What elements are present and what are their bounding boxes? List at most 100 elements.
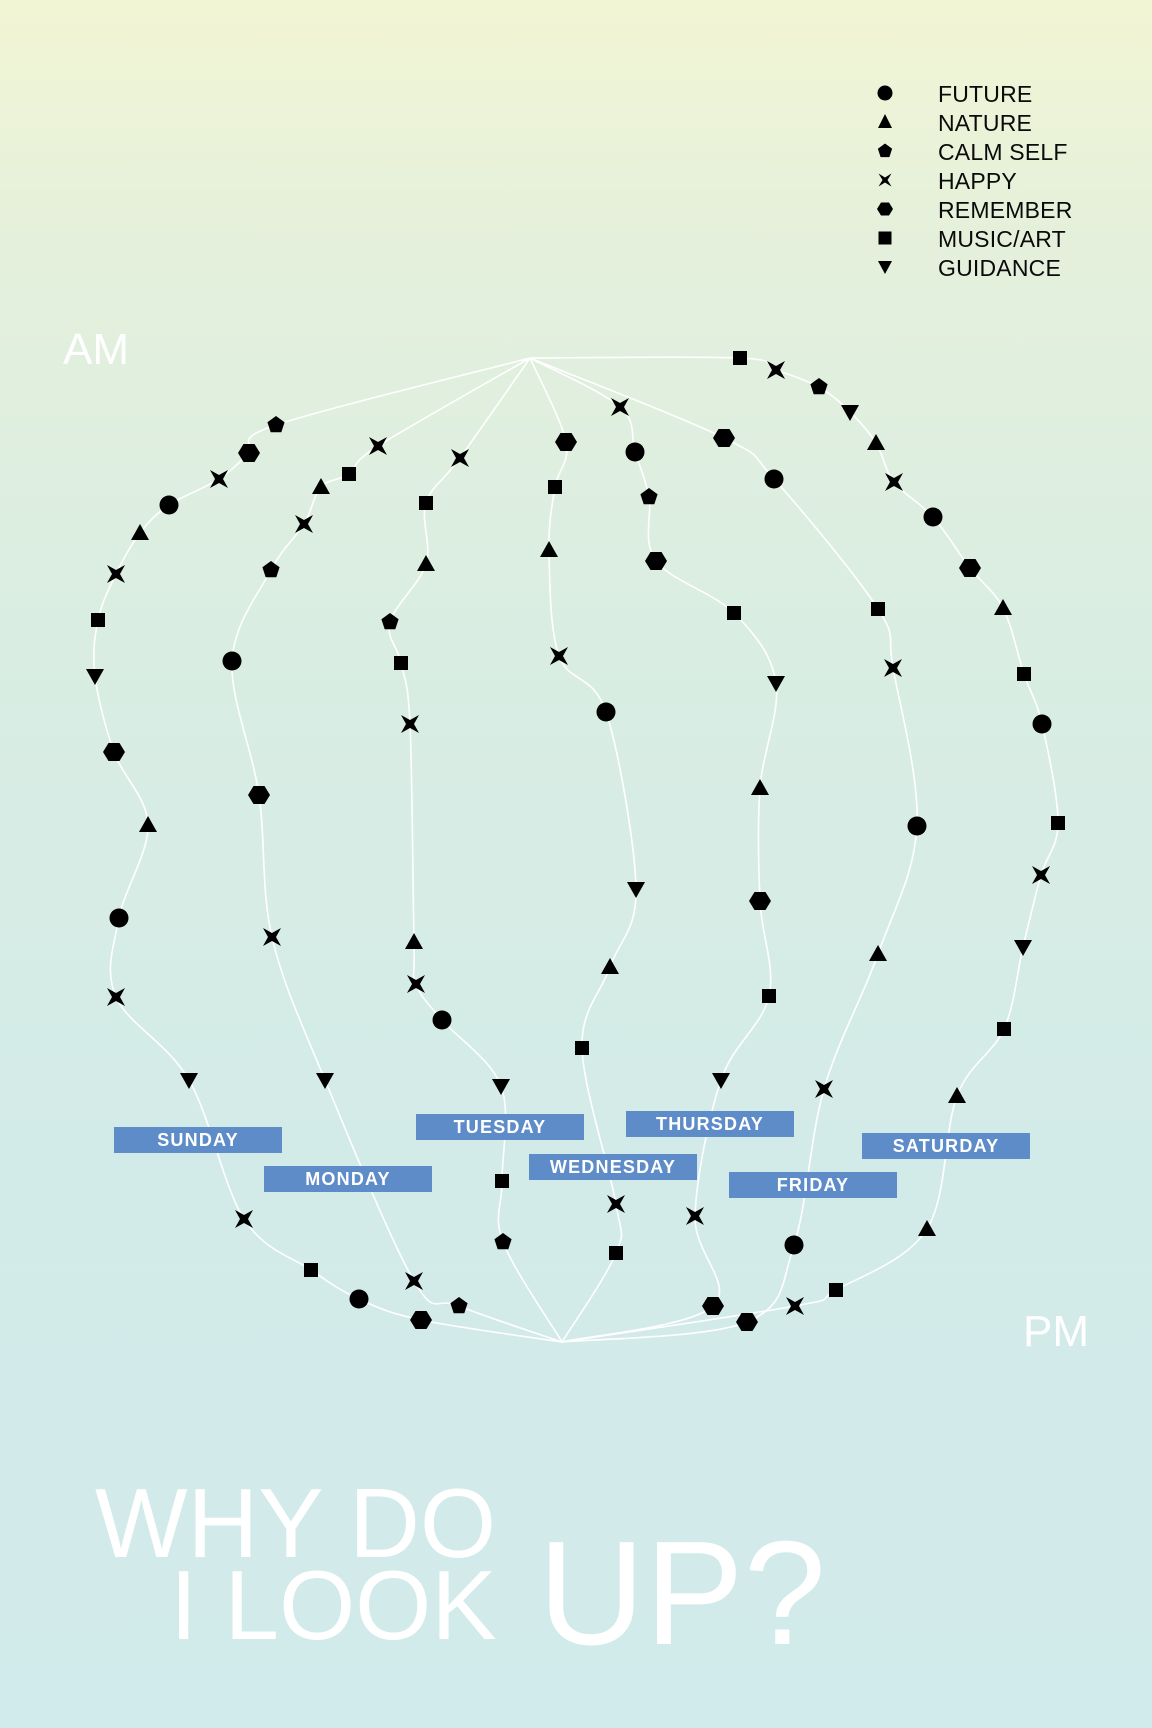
future-marker xyxy=(432,1010,452,1030)
nature-marker xyxy=(751,779,769,795)
future-marker xyxy=(625,442,645,462)
future-marker xyxy=(1032,714,1052,734)
nature-marker xyxy=(918,1220,936,1236)
remember-marker xyxy=(645,552,667,570)
calm-self-marker xyxy=(450,1297,468,1314)
am-label: AM xyxy=(63,325,129,374)
music-art-marker xyxy=(997,1022,1011,1036)
calm-self-marker xyxy=(381,613,399,630)
music-art-marker xyxy=(829,1283,843,1297)
legend-label: NATURE xyxy=(938,110,1033,136)
music-art-marker xyxy=(609,1246,623,1260)
guidance-marker xyxy=(712,1073,730,1089)
legend-label: CALM SELF xyxy=(938,139,1068,165)
happy-marker xyxy=(405,1272,423,1290)
route-line-tuesday xyxy=(388,357,563,1343)
happy-marker xyxy=(786,1297,804,1315)
day-label-friday: FRIDAY xyxy=(729,1172,897,1198)
future-marker xyxy=(907,816,927,836)
nature-marker xyxy=(869,945,887,961)
happy-marker xyxy=(401,715,419,733)
calm-self-marker xyxy=(262,561,280,578)
music-art-marker xyxy=(762,989,776,1003)
legend-label: FUTURE xyxy=(938,81,1033,107)
happy-marker xyxy=(767,361,785,379)
nature-marker xyxy=(867,434,885,450)
day-label-tuesday: TUESDAY xyxy=(416,1114,584,1140)
calm-self-pentagon-icon xyxy=(877,143,893,158)
music-art-marker xyxy=(733,351,747,365)
day-label-sunday: SUNDAY xyxy=(114,1127,282,1153)
nature-marker xyxy=(139,816,157,832)
nature-marker xyxy=(994,599,1012,615)
guidance-marker xyxy=(627,882,645,898)
happy-marker xyxy=(107,565,125,583)
nature-marker xyxy=(948,1087,966,1103)
legend-item-future: FUTURE xyxy=(870,78,1130,107)
remember-marker xyxy=(736,1313,758,1331)
legend-item-music-art: MUSIC/ART xyxy=(870,223,1130,252)
nature-marker xyxy=(540,541,558,557)
happy-marker xyxy=(107,988,125,1006)
happy-marker xyxy=(235,1210,253,1228)
remember-marker xyxy=(702,1297,724,1315)
remember-marker xyxy=(103,743,125,761)
calm-self-marker xyxy=(494,1233,512,1250)
title-line-3: UP? xyxy=(538,1511,826,1676)
day-label-wednesday: WEDNESDAY xyxy=(529,1154,697,1180)
title-line-1: WHY DO xyxy=(95,1468,497,1578)
music-art-marker xyxy=(394,656,408,670)
remember-marker xyxy=(959,559,981,577)
route-line-wednesday xyxy=(529,357,637,1343)
future-marker xyxy=(159,495,179,515)
remember-hexagon-icon xyxy=(877,202,893,216)
guidance-marker xyxy=(492,1079,510,1095)
happy-marker xyxy=(263,928,281,946)
guidance-marker xyxy=(1014,940,1032,956)
nature-marker xyxy=(131,524,149,540)
legend-item-guidance: GUIDANCE xyxy=(870,252,1130,281)
music-art-marker xyxy=(495,1174,509,1188)
guidance-marker xyxy=(86,669,104,685)
title-line-2: I LOOK xyxy=(170,1550,497,1660)
remember-marker xyxy=(749,892,771,910)
guidance-marker xyxy=(841,405,859,421)
music-art-marker xyxy=(548,480,562,494)
music-art-marker xyxy=(342,467,356,481)
nature-marker xyxy=(601,958,619,974)
happy-marker xyxy=(607,1195,625,1213)
future-circle-icon xyxy=(877,85,893,101)
music-art-marker xyxy=(91,613,105,627)
happy-marker xyxy=(369,437,387,455)
nature-marker xyxy=(312,478,330,494)
happy-marker xyxy=(451,449,469,467)
music-art-marker xyxy=(727,606,741,620)
calm-self-marker xyxy=(267,416,285,433)
happy-marker xyxy=(1032,866,1050,884)
future-marker xyxy=(764,469,784,489)
route-line-monday xyxy=(231,357,563,1343)
guidance-marker xyxy=(180,1073,198,1089)
music-art-square-icon xyxy=(878,231,892,245)
legend-item-nature: NATURE xyxy=(870,107,1130,136)
music-art-marker xyxy=(419,496,433,510)
future-marker xyxy=(596,702,616,722)
day-label-saturday: SATURDAY xyxy=(862,1133,1030,1159)
remember-marker xyxy=(238,444,260,462)
pm-label: PM xyxy=(1023,1307,1089,1356)
remember-marker xyxy=(713,429,735,447)
music-art-marker xyxy=(575,1041,589,1055)
calm-self-marker xyxy=(640,488,658,505)
guidance-triangle-icon xyxy=(878,261,892,274)
happy-marker xyxy=(885,473,903,491)
legend-item-remember: REMEMBER xyxy=(870,194,1130,223)
remember-marker xyxy=(248,786,270,804)
legend-label: GUIDANCE xyxy=(938,255,1062,281)
future-marker xyxy=(784,1235,804,1255)
legend-item-happy: HAPPY xyxy=(870,165,1130,194)
happy-marker xyxy=(407,975,425,993)
calm-self-marker xyxy=(810,378,828,395)
music-art-marker xyxy=(1051,816,1065,830)
legend: FUTURE NATURE CALM SELF HAPPY REMEMBER M… xyxy=(870,78,1130,281)
